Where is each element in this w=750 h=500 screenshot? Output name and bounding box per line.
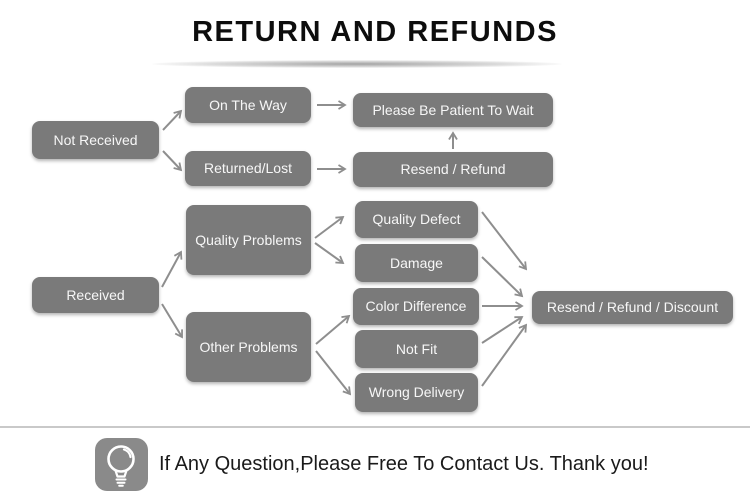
node-not-fit: Not Fit — [355, 330, 478, 368]
footer-divider — [0, 426, 750, 428]
node-quality-problems: Quality Problems — [186, 205, 311, 275]
node-on-the-way: On The Way — [185, 87, 311, 123]
node-wrong-delivery: Wrong Delivery — [355, 373, 478, 412]
arrow-not-received-to-returned-lost — [162, 150, 183, 172]
node-not-received: Not Received — [32, 121, 159, 159]
arrow-received-to-other-problems — [161, 303, 183, 339]
arrow-quality-problems-to-damage — [314, 242, 345, 264]
node-received: Received — [32, 277, 159, 313]
arrow-other-problems-to-wrong-delivery — [315, 350, 352, 396]
page-title: RETURN AND REFUNDS — [192, 16, 558, 48]
contact-message: If Any Question,Please Free To Contact U… — [159, 453, 649, 475]
node-other-problems: Other Problems — [186, 312, 311, 382]
arrow-wrong-delivery-to-discount — [481, 323, 528, 387]
arrow-received-to-quality-problems — [161, 250, 183, 288]
arrow-other-problems-to-color-difference — [315, 314, 351, 345]
arrow-not-fit-to-discount — [481, 316, 524, 344]
arrow-not-received-to-on-the-way — [162, 109, 183, 131]
node-quality-defect: Quality Defect — [355, 201, 478, 238]
node-please-wait: Please Be Patient To Wait — [353, 93, 553, 127]
node-resend-refund-discount: Resend / Refund / Discount — [532, 291, 733, 324]
arrow-quality-problems-to-quality-defect — [314, 215, 345, 239]
arrow-quality-defect-to-discount — [481, 211, 528, 271]
title-underline-shadow — [152, 60, 562, 68]
lightbulb-icon — [95, 438, 148, 491]
node-resend-refund: Resend / Refund — [353, 152, 553, 187]
node-color-difference: Color Difference — [353, 288, 479, 325]
node-damage: Damage — [355, 244, 478, 282]
lightbulb-glyph — [107, 445, 135, 487]
node-returned-lost: Returned/Lost — [185, 151, 311, 186]
arrow-damage-to-discount — [481, 256, 524, 298]
